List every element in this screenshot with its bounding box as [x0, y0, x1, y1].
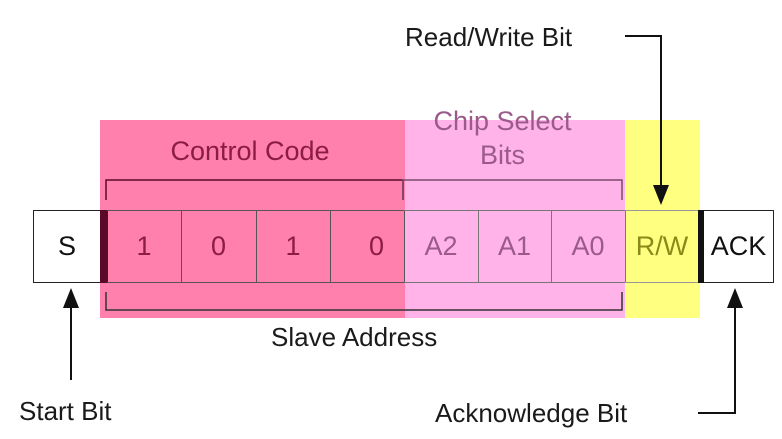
- bit-cell-4: 0: [330, 210, 405, 283]
- bit-cell-2: 0: [181, 210, 257, 283]
- control-code-label: Control Code: [170, 136, 330, 166]
- chip-select-label-line2: Bits: [479, 140, 525, 170]
- slave-address-bracket: [105, 292, 623, 311]
- control-code-region: [100, 120, 405, 318]
- read-write-arrow: [625, 35, 669, 205]
- bit-cell-3: 1: [256, 210, 331, 283]
- acknowledge-arrow: [698, 288, 743, 414]
- chip-select-region: [405, 120, 625, 318]
- slave-address-label: Slave Address: [271, 322, 438, 352]
- acknowledge-bit-label: Acknowledge Bit: [435, 398, 628, 428]
- chip-select-label-line1: Chip Select: [433, 106, 572, 136]
- read-write-region: [625, 120, 700, 318]
- control-code-bracket: [105, 179, 404, 200]
- start-bit-label: Start Bit: [19, 396, 112, 426]
- ack-cell: ACK: [704, 210, 774, 283]
- ack-separator-bar: [698, 210, 705, 283]
- a1-cell: A1: [478, 210, 552, 283]
- a2-cell: A2: [404, 210, 479, 283]
- a0-cell: A0: [551, 210, 626, 283]
- chip-select-bracket: [402, 179, 623, 200]
- read-write-bit-label: Read/Write Bit: [405, 22, 573, 52]
- bit-cell-1: 1: [107, 210, 182, 283]
- start-separator-bar: [100, 210, 108, 283]
